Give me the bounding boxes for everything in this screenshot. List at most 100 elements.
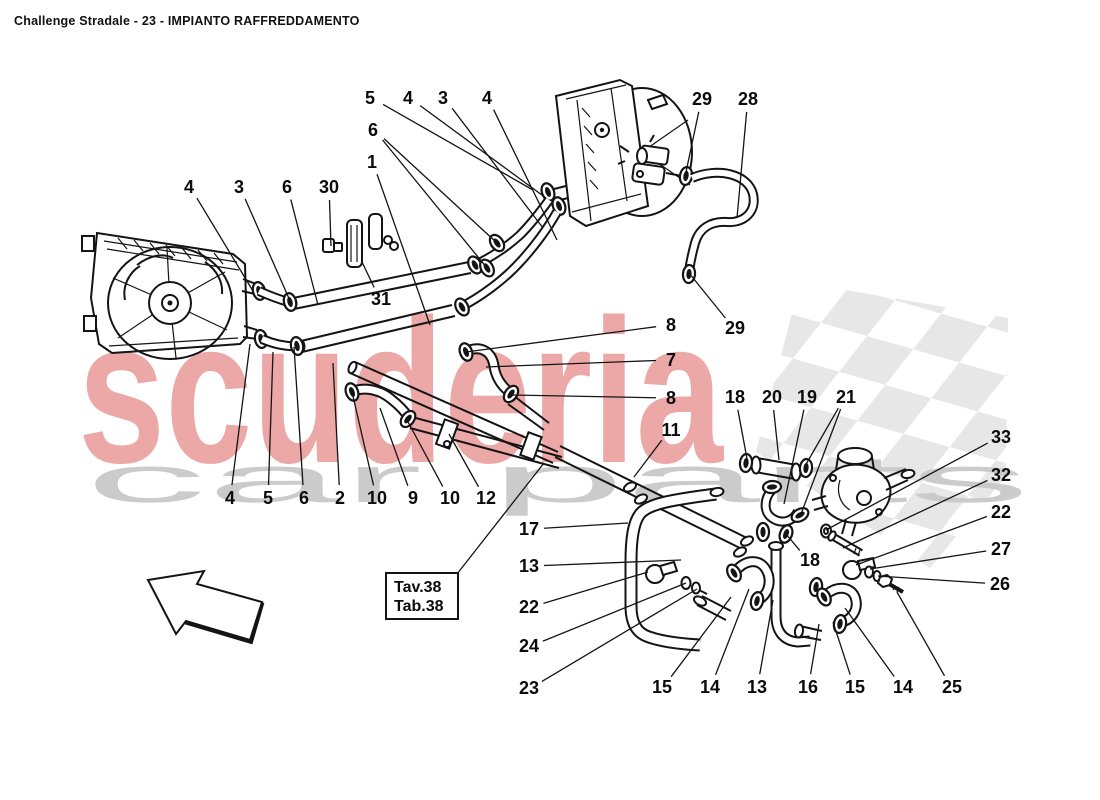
callout-label: 18: [725, 387, 745, 407]
callout-label: 28: [738, 89, 758, 109]
callout-leader-line: [543, 571, 649, 604]
callout-label: 13: [519, 556, 539, 576]
callout-label: 9: [408, 488, 418, 508]
callout-leader-line: [406, 419, 444, 487]
callout-leader-line: [869, 550, 987, 570]
callout-label: 29: [692, 89, 712, 109]
callout-label: 25: [942, 677, 962, 697]
left-radiator: [81, 231, 258, 360]
pipe-clip-hardware: [645, 560, 708, 595]
callout-leader-line: [737, 409, 749, 465]
callout-label: 10: [367, 488, 387, 508]
mounting-bracket: [322, 213, 399, 268]
callout-leader-line: [290, 199, 319, 306]
checkered-flag-watermark: [756, 282, 1008, 568]
callout-leader-line: [244, 198, 292, 304]
callout-leader-line: [267, 351, 274, 486]
hose-clamp: [755, 521, 771, 543]
callout-leader-line: [877, 575, 986, 584]
callout-label: 26: [990, 574, 1010, 594]
callout-label: 6: [282, 177, 292, 197]
callout-label: 18: [800, 550, 820, 570]
callout-label: 17: [519, 519, 539, 539]
callout-label: 22: [519, 597, 539, 617]
callout-leader-line: [382, 103, 534, 191]
callout-leader-line: [376, 174, 431, 326]
callout-label: 14: [700, 677, 720, 697]
callout-leader-line: [633, 439, 663, 478]
callout-label: 15: [652, 677, 672, 697]
callout-leader-line: [714, 588, 750, 676]
callout-label: 23: [519, 678, 539, 698]
callout-leader-line: [685, 111, 700, 173]
callout-label: 20: [762, 387, 782, 407]
callout-leader-line: [231, 343, 251, 486]
callout-leader-line: [773, 409, 780, 461]
callout-leader-line: [809, 623, 820, 675]
callout-leader-line: [670, 596, 732, 678]
callout-label: 24: [519, 636, 539, 656]
hose-clamp: [761, 479, 783, 495]
callout-label: 2: [335, 488, 345, 508]
hose-clamp: [748, 589, 766, 613]
callout-label: 7: [666, 350, 676, 370]
callout-label: 6: [368, 120, 378, 140]
callout-label: 12: [476, 488, 496, 508]
callout-leader-line: [351, 391, 375, 486]
callout-leader-line: [825, 442, 989, 531]
callout-leader-line: [448, 433, 480, 488]
callout-leader-line: [736, 111, 748, 219]
callout-leader-line: [844, 607, 895, 677]
callout-leader-line: [419, 105, 547, 199]
callout-label: 29: [725, 318, 745, 338]
callout-leader-line: [759, 599, 774, 675]
callout-label: 11: [661, 420, 680, 440]
callout-label: 27: [991, 539, 1011, 559]
callout-leader-line: [800, 408, 842, 515]
callout-leader-line: [328, 199, 332, 247]
reference-box-line1: Tav.38: [394, 579, 442, 596]
callout-label: 3: [234, 177, 244, 197]
callout-leader-line: [332, 362, 340, 486]
callout-label: 4: [403, 88, 413, 108]
callout-label: 1: [367, 152, 377, 172]
callout-leader-line: [785, 533, 801, 551]
solenoid-valve: [617, 134, 683, 186]
callout-leader-line: [543, 559, 682, 567]
callout-label: 4: [184, 177, 194, 197]
callout-leader-line: [485, 359, 657, 368]
callout-leader-line: [896, 591, 946, 677]
callout-label: 22: [991, 502, 1011, 522]
reference-box: Tav.38 Tab.38: [385, 462, 545, 620]
callout-label: 13: [747, 677, 767, 697]
callout-label: 3: [438, 88, 448, 108]
hose-clamp: [797, 457, 815, 479]
callout-leader-line: [379, 407, 409, 487]
callout-leader-line: [511, 394, 657, 399]
sensor-and-fasteners: [820, 523, 904, 594]
callout-leader-line: [855, 515, 988, 566]
callout-label: 33: [991, 427, 1011, 447]
callout-label: 19: [797, 387, 817, 407]
callout-leader-line: [688, 272, 726, 319]
callout-label: 31: [371, 289, 391, 309]
callout-leader-line: [543, 522, 629, 529]
callout-leader-line: [783, 409, 805, 505]
callout-label: 8: [666, 388, 676, 408]
callout-leader-line: [451, 107, 544, 229]
bypass-hose: [684, 167, 759, 272]
callout-label: 16: [798, 677, 818, 697]
callout-leader-line: [541, 588, 698, 682]
callout-label: 15: [845, 677, 865, 697]
callout-leader-line: [196, 197, 254, 292]
callout-label: 6: [299, 488, 309, 508]
callout-leader-line: [382, 139, 488, 269]
callout-label: 4: [482, 88, 492, 108]
callout-label: 30: [319, 177, 339, 197]
callout-leader-line: [542, 582, 687, 642]
callout-leader-line: [493, 109, 558, 241]
callout-label: 14: [893, 677, 913, 697]
